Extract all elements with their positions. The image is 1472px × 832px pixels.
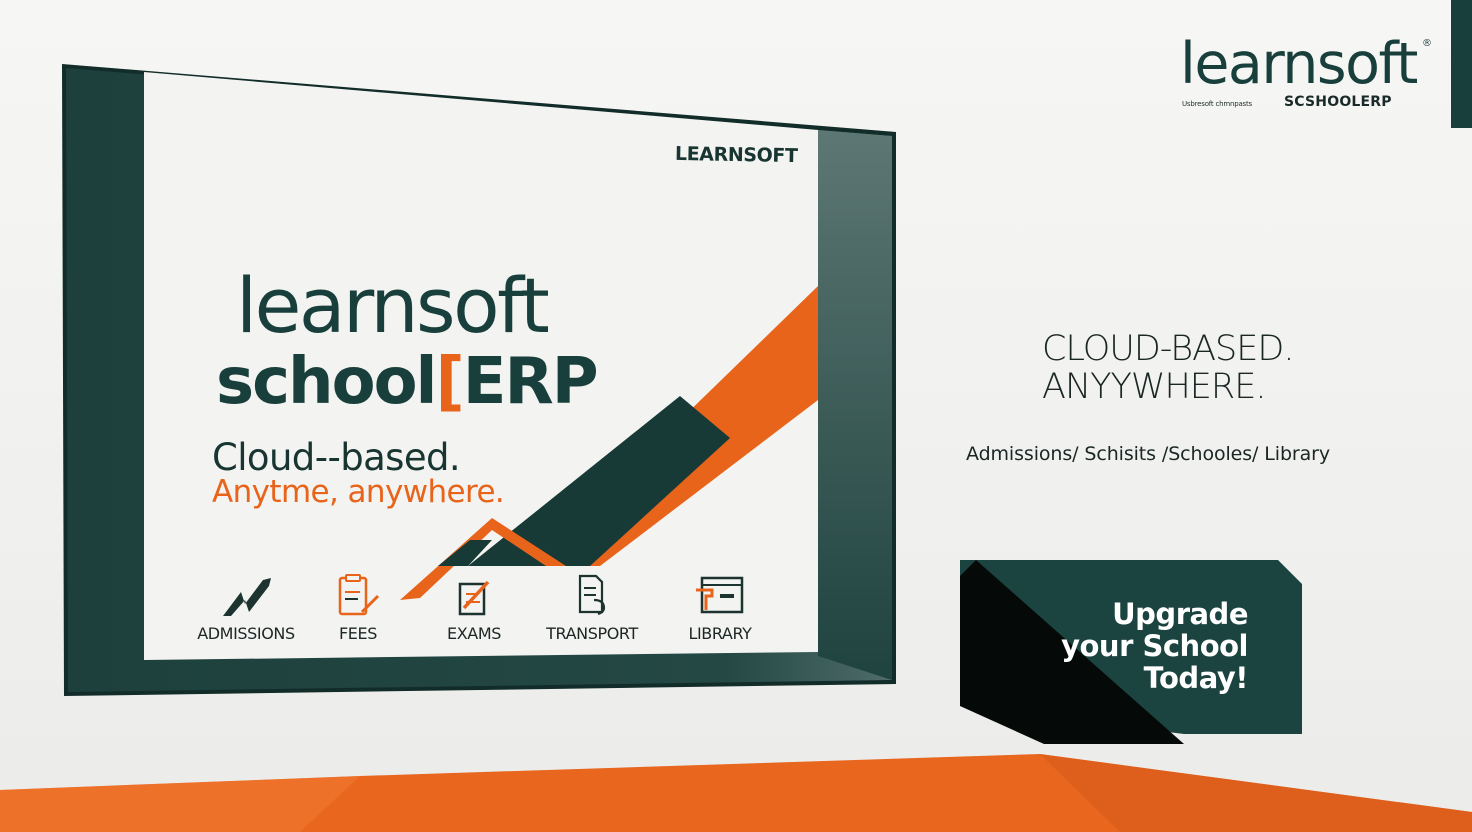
screen-tagline-1: Cloud--based. xyxy=(212,436,461,479)
cta-line-1: Upgrade xyxy=(1112,597,1248,631)
lightning-arrow-icon xyxy=(223,578,271,616)
module-label: FEES xyxy=(339,624,377,643)
brand-logo: learnsoft ® Usbresoft chmnpasts SCSHOOLE… xyxy=(1178,36,1438,126)
module-label: ADMISSIONS xyxy=(197,624,295,643)
cta-line-3: Today! xyxy=(1143,661,1249,695)
title-bracket: [ xyxy=(435,345,464,419)
registered-mark: ® xyxy=(1422,38,1432,49)
brand-tagline: Usbresoft chmnpasts xyxy=(1182,100,1252,108)
cta-line-2: your School xyxy=(1061,629,1248,663)
modules-list-text: Admissions/ Schisits /Schooles/ Library xyxy=(966,443,1331,465)
screen-tagline-2: Anytme, anywhere. xyxy=(212,474,505,510)
upgrade-cta-button[interactable]: Upgrade your School Today! xyxy=(960,558,1304,744)
screen-title-line-2: school[ERP xyxy=(216,350,599,414)
cta-background xyxy=(960,560,1302,744)
library-window-icon xyxy=(696,576,744,614)
headline-line-1: CLOUD-BASED. xyxy=(1042,329,1294,369)
headline: CLOUD-BASED. ANYYWHERE. xyxy=(1042,329,1294,407)
cta-label: Upgrade your School Today! xyxy=(1061,598,1248,694)
module-label: TRANSPORT xyxy=(546,624,638,643)
headline-line-2: ANYYWHERE. xyxy=(1042,367,1266,407)
brand-wordmark: learnsoft xyxy=(1180,31,1418,97)
brand-sub-label: SCSHOOLERP xyxy=(1284,94,1392,110)
title-erp: ERP xyxy=(462,345,599,419)
module-library: LIBRARY xyxy=(680,572,760,643)
module-exams: EXAMS xyxy=(434,576,514,643)
title-school: school xyxy=(216,345,437,419)
module-transport: TRANSPORT xyxy=(544,572,640,643)
edge-accent-bar xyxy=(1451,0,1472,128)
document-bus-icon xyxy=(578,574,606,616)
module-admissions: ADMISSIONS xyxy=(196,574,296,643)
screen-title-line-1: learnsoft xyxy=(236,261,550,350)
screen-small-logo: LEARNSOFT xyxy=(674,142,798,168)
module-label: EXAMS xyxy=(447,624,501,643)
exam-sheet-icon xyxy=(458,580,490,616)
module-fees: FEES xyxy=(318,574,398,643)
module-label: LIBRARY xyxy=(688,624,752,643)
clipboard-pen-icon xyxy=(338,574,380,616)
